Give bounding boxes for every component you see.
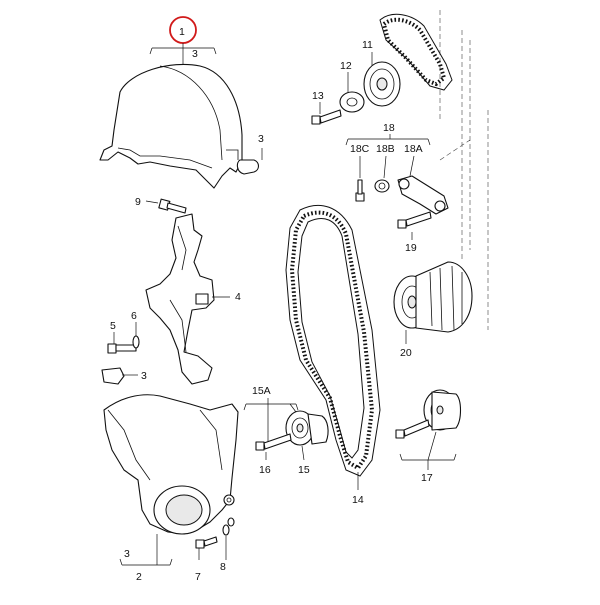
label-14: 14 [352,494,364,506]
lower-belt-cover[interactable] [103,394,239,535]
label-18: 18 [383,122,395,134]
label-1-sub-3: 3 [192,48,198,60]
label-12: 12 [340,60,352,72]
bushing-18b[interactable] [374,179,390,193]
label-11: 11 [362,39,373,51]
water-pump[interactable] [393,261,473,333]
washer-8[interactable] [222,517,235,536]
label-6: 6 [131,310,137,322]
label-5: 5 [110,320,116,332]
label-4: 4 [235,291,241,303]
label-9: 9 [135,196,141,208]
camshaft-sprocket[interactable] [363,61,401,107]
label-20: 20 [400,347,412,359]
tensioner-pulley-12[interactable] [339,91,365,113]
label-2: 2 [136,571,142,583]
bolt-5[interactable] [107,343,137,354]
label-3-upper: 3 [258,133,264,145]
label-17: 17 [421,472,433,484]
bolt-7[interactable] [195,536,218,549]
idler-pulley-17[interactable] [423,389,462,431]
lower-cover-fastener[interactable] [223,494,235,506]
bolt-17[interactable] [395,419,430,439]
cover-clip-upper[interactable] [236,159,260,175]
label-15a: 15A [252,385,271,397]
timing-belt[interactable] [285,204,381,477]
label-18a: 18A [404,143,423,155]
part-labels: 1 3 3 9 4 6 5 3 3 2 7 8 11 12 13 18 18C … [110,26,433,583]
leader-lines [113,43,457,566]
label-18b: 18B [376,143,395,155]
engine-block-outline [439,10,489,330]
label-3-clip: 3 [141,370,147,382]
label-19: 19 [405,242,417,254]
upper-timing-belt[interactable] [379,13,453,91]
upper-belt-cover[interactable] [99,63,243,189]
label-18c: 18C [350,143,370,155]
bolt-13[interactable] [311,109,342,125]
label-13: 13 [312,90,324,102]
label-15: 15 [298,464,310,476]
bolt-18c[interactable] [355,179,365,202]
bolt-19[interactable] [397,211,432,229]
tensioner-pulley-15[interactable] [285,410,329,446]
idler-arm-18a[interactable] [397,175,449,215]
label-7: 7 [195,571,201,583]
label-8: 8 [220,561,226,573]
washer-6[interactable] [132,335,140,349]
rear-cover-backplate[interactable] [145,213,215,385]
label-16: 16 [259,464,271,476]
cover-clip-lower[interactable] [101,367,125,385]
bolt-9[interactable] [158,198,187,214]
label-3-bottom: 3 [124,548,130,560]
label-1: 1 [179,26,185,38]
bolt-16[interactable] [255,433,292,451]
